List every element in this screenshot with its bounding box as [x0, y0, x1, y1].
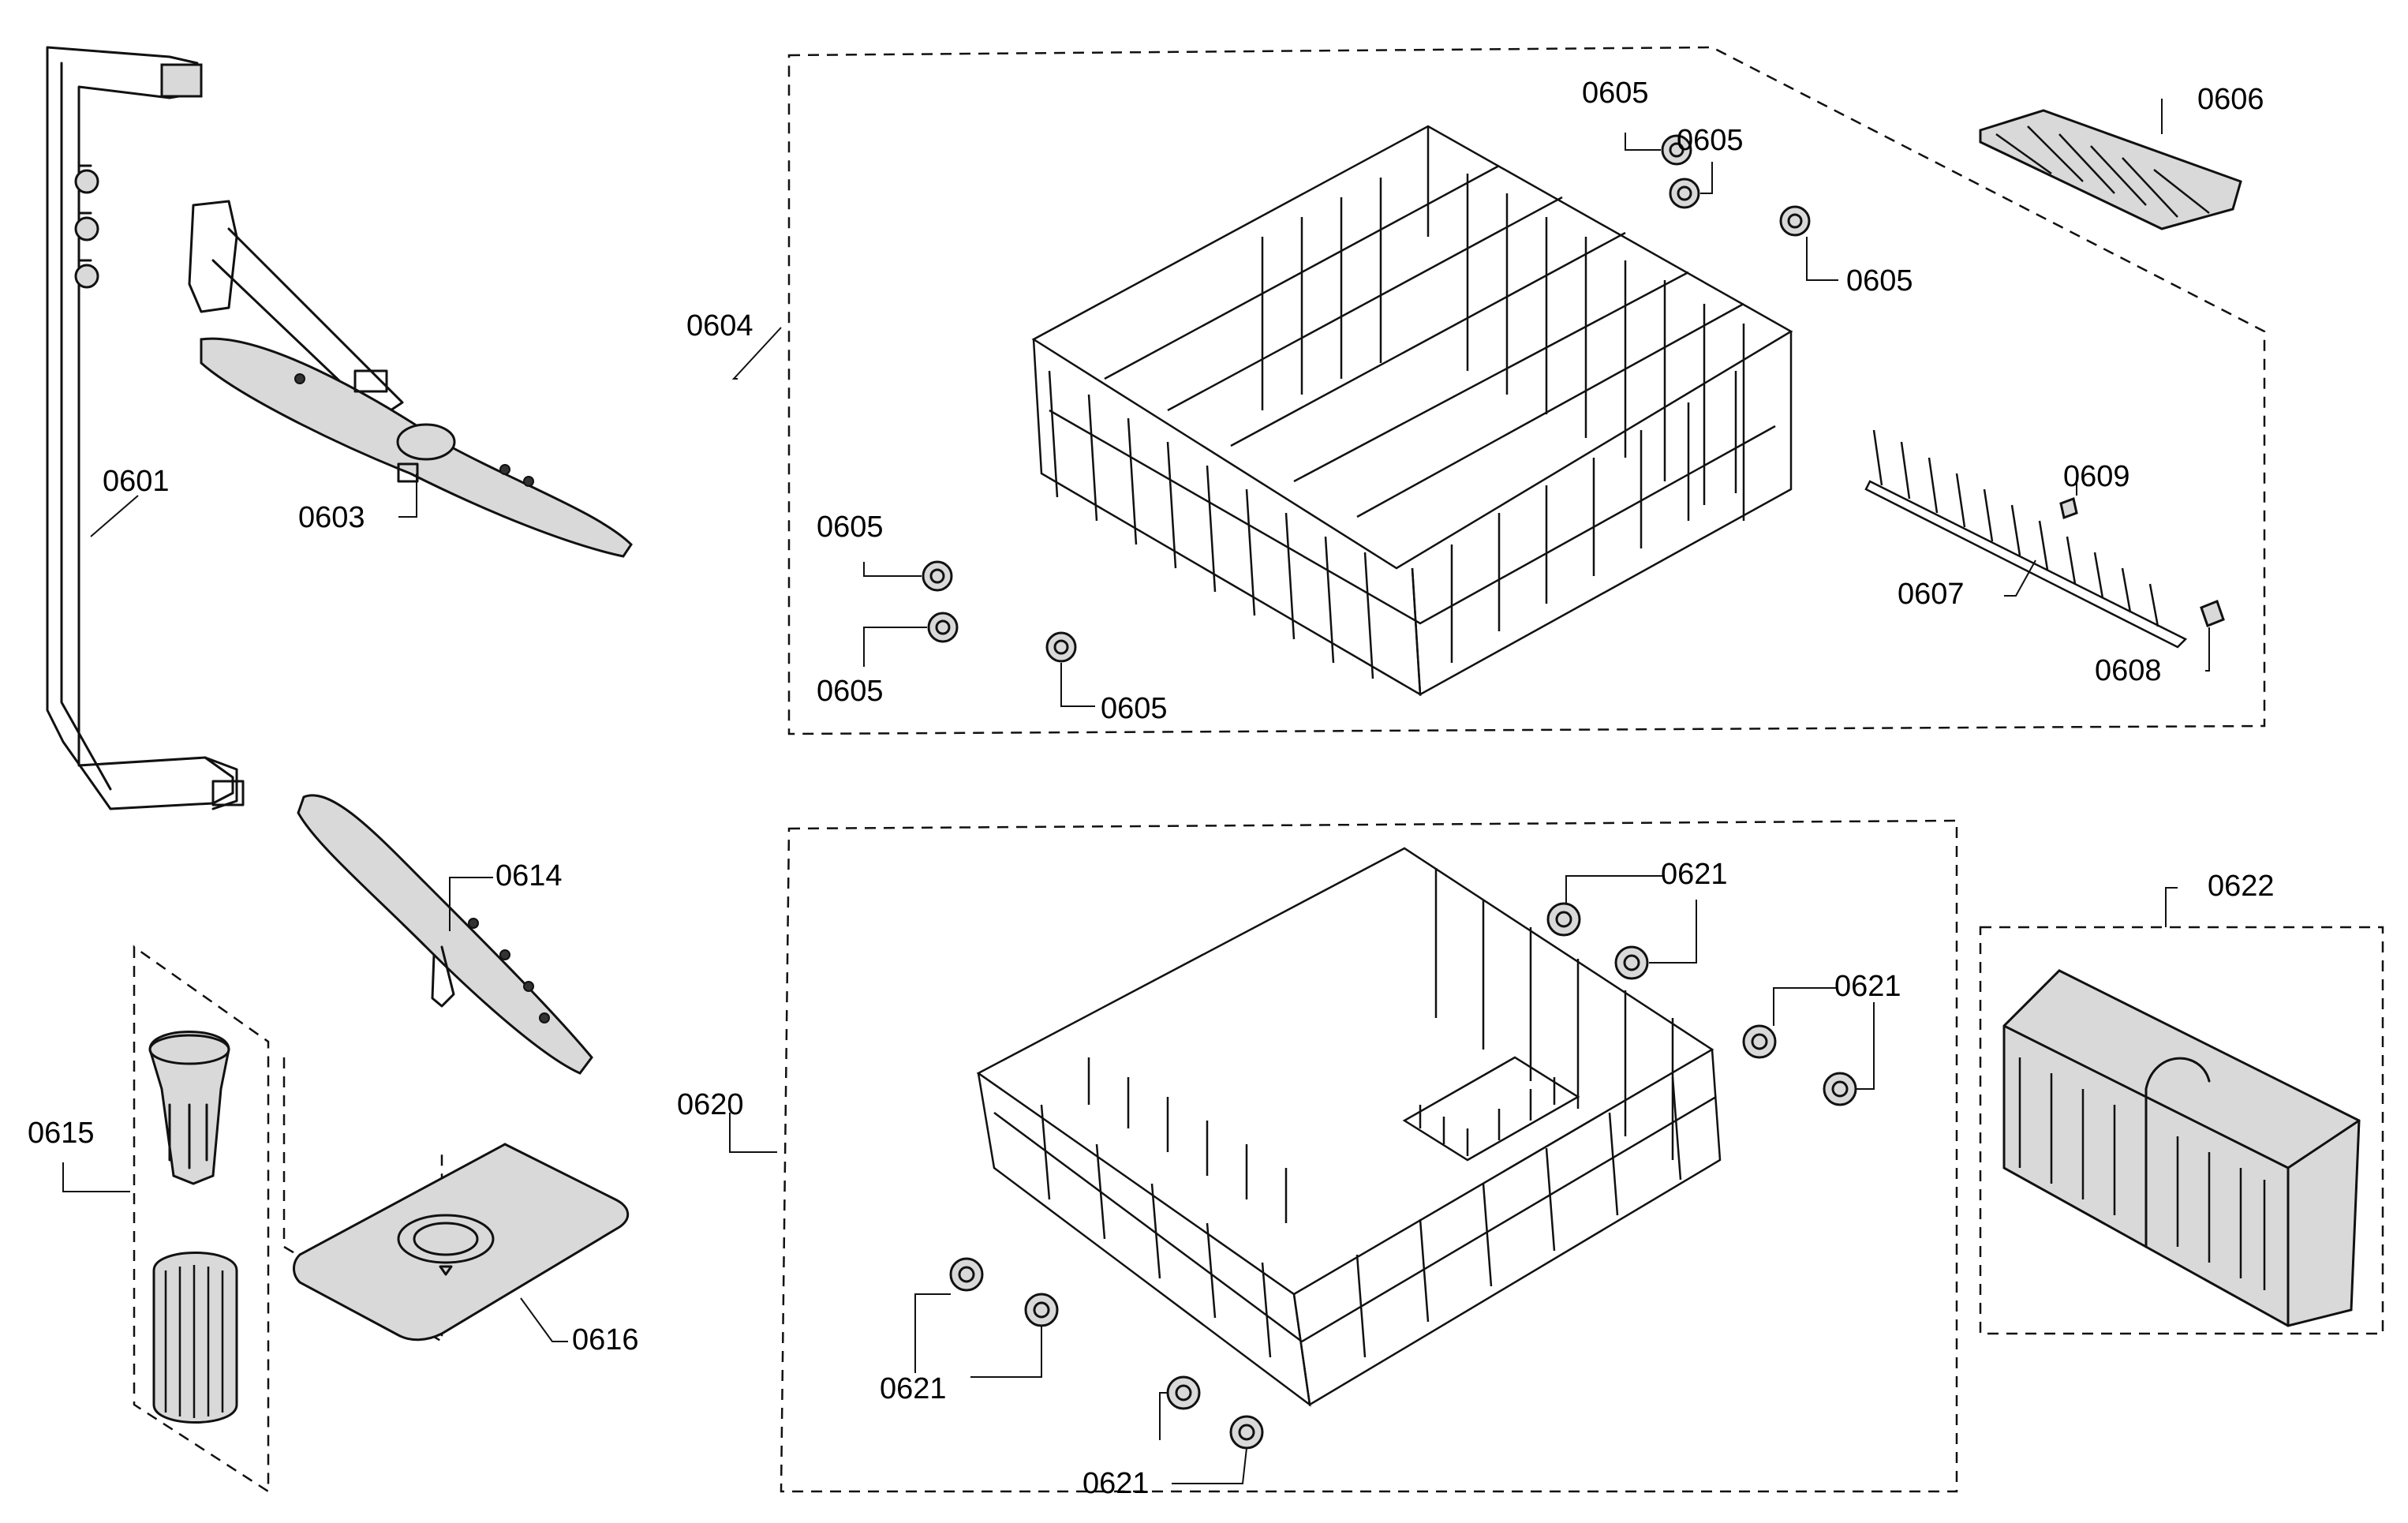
label-0604[interactable]: 0604: [686, 309, 753, 342]
label-0620[interactable]: 0620: [677, 1088, 744, 1121]
part-0605-wheel-5[interactable]: [927, 612, 959, 643]
label-0601[interactable]: 0601: [103, 465, 170, 498]
leader-lines: [62, 99, 2210, 1484]
part-0621-wheel-1[interactable]: [1546, 902, 1581, 937]
label-0621-b[interactable]: 0621: [1834, 970, 1901, 1003]
part-0621-wheel-5[interactable]: [949, 1257, 984, 1292]
label-0615[interactable]: 0615: [28, 1117, 95, 1150]
label-0621-c[interactable]: 0621: [880, 1372, 947, 1405]
part-0606-cup-shelf[interactable]: [1979, 109, 2242, 230]
part-0605-wheel-6[interactable]: [1045, 631, 1077, 663]
label-0605-e[interactable]: 0605: [817, 675, 884, 708]
box-0620-lower-rack: [780, 819, 1958, 1493]
part-0621-wheel-4[interactable]: [1823, 1072, 1857, 1106]
label-0622[interactable]: 0622: [2208, 870, 2275, 903]
part-0621-wheel-7[interactable]: [1166, 1375, 1201, 1410]
box-0622-cutlery-basket: [1979, 926, 2384, 1335]
part-0607-tine-row[interactable]: [1864, 429, 2188, 649]
part-0605-wheel-4[interactable]: [922, 560, 953, 592]
label-0603[interactable]: 0603: [298, 501, 365, 534]
part-0601-supply-tube[interactable]: [46, 46, 245, 810]
label-0605-a[interactable]: 0605: [1582, 77, 1649, 110]
part-0621-wheel-8[interactable]: [1229, 1415, 1264, 1450]
label-0621-a[interactable]: 0621: [1661, 858, 1728, 891]
label-0605-b[interactable]: 0605: [1677, 124, 1744, 157]
part-0620-lower-rack[interactable]: [976, 847, 1722, 1407]
label-0614[interactable]: 0614: [495, 859, 563, 892]
label-0616[interactable]: 0616: [572, 1323, 639, 1356]
label-0621-d[interactable]: 0621: [1082, 1467, 1150, 1500]
part-0605-wheel-2[interactable]: [1669, 178, 1700, 209]
part-0615-filter-assembly[interactable]: [133, 945, 270, 1494]
part-0605-wheel-1[interactable]: [1661, 134, 1692, 166]
part-0621-wheel-2[interactable]: [1614, 945, 1649, 980]
part-0605-wheel-3[interactable]: [1779, 205, 1811, 237]
box-0604-upper-rack: [787, 46, 2266, 735]
part-0609-clip[interactable]: [2059, 496, 2078, 520]
label-0606[interactable]: 0606: [2197, 83, 2264, 116]
part-0604-upper-rack[interactable]: [1031, 125, 1793, 697]
label-0605-d[interactable]: 0605: [817, 511, 884, 544]
part-0616-sump-plate[interactable]: [282, 1057, 630, 1344]
part-0621-wheel-3[interactable]: [1742, 1024, 1777, 1059]
part-0603-upper-spray-arm[interactable]: [188, 200, 633, 558]
label-0609[interactable]: 0609: [2063, 460, 2130, 493]
label-0605-f[interactable]: 0605: [1101, 692, 1168, 725]
part-0621-wheel-6[interactable]: [1024, 1293, 1059, 1327]
label-0608[interactable]: 0608: [2095, 654, 2162, 687]
part-0622-cutlery-basket[interactable]: [2002, 969, 2361, 1327]
label-0605-c[interactable]: 0605: [1846, 264, 1913, 297]
part-labels: 0601 0603 0604 0605 0605 0605 0605 0605 …: [28, 77, 2275, 1500]
part-0608-clip[interactable]: [2200, 600, 2225, 627]
part-0614-lower-spray-arm[interactable]: [297, 794, 593, 1075]
label-0607[interactable]: 0607: [1898, 578, 1965, 611]
